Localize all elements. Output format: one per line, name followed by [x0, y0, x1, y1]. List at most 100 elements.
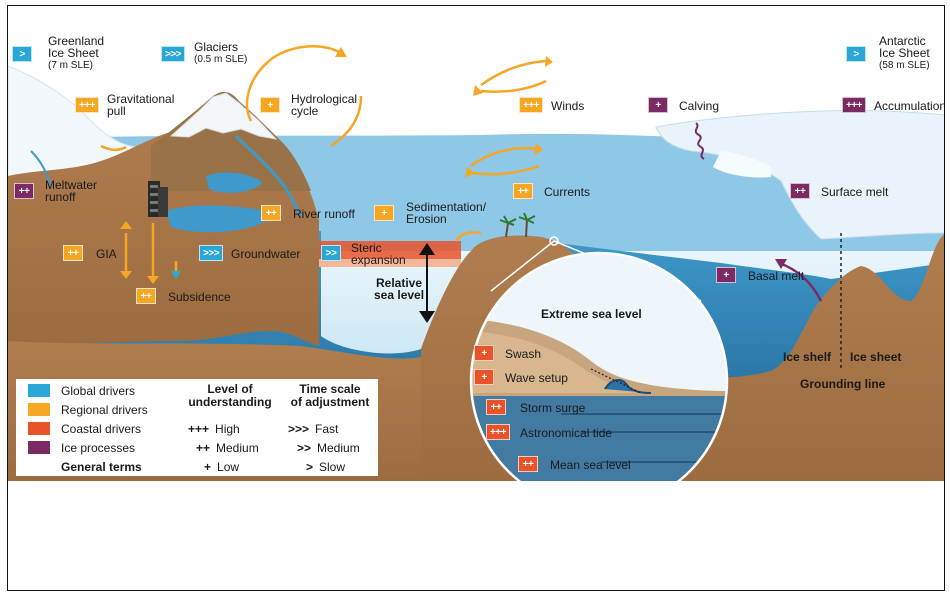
calving-squiggle [694, 122, 705, 160]
legend-understanding-high-text: High [215, 422, 240, 436]
groundwater-arrowhead [171, 271, 181, 279]
badge-basal-melt: + [716, 267, 736, 283]
legend-ice: Ice processes [61, 441, 136, 455]
legend-swatch-regional [28, 403, 50, 416]
label-ice-sheet: Ice sheet [850, 350, 902, 364]
label-meltwater: Meltwater runoff [45, 178, 98, 204]
label-river-runoff: River runoff [293, 207, 355, 221]
label-greenland: Greenland Ice Sheet [48, 34, 105, 60]
orange-arrowheads [120, 47, 553, 284]
label-basal-melt: Basal melt [748, 269, 805, 283]
label-gravitational: Gravitational pull [107, 92, 175, 118]
legend-timescale-medium: >>Medium [297, 442, 360, 454]
legend-timescale-heading: Time scale of adjustment [290, 382, 370, 409]
antarctic-ice-sheet [655, 109, 944, 240]
label-swash: Swash [505, 347, 542, 361]
rsl-arrowhead-up [419, 243, 435, 255]
legend-understanding-low-symbol: + [204, 460, 212, 474]
label-grounding-line: Grounding line [800, 377, 886, 391]
label-hydrological: Hydrological cycle [291, 92, 358, 118]
legend-understanding-high: +++ High [188, 423, 240, 435]
legend-global: Global drivers [61, 384, 136, 398]
palm-trees [499, 212, 536, 238]
badge-steric: >> [321, 245, 341, 261]
label-winds: Winds [551, 99, 585, 113]
badge-subsidence: ++ [136, 288, 156, 304]
orange-arrows [100, 45, 547, 276]
badge-gravitational: +++ [75, 97, 100, 113]
lake-upper [206, 172, 263, 193]
label-wave-setup: Wave setup [505, 371, 568, 385]
legend-understanding-high-symbol: +++ [188, 422, 210, 436]
mountain-snow [169, 92, 278, 140]
badge-astronomical-tide: +++ [486, 424, 511, 440]
zoom-origin [549, 236, 559, 246]
badge-accumulation: +++ [842, 97, 867, 113]
badge-antarctic: > [846, 46, 866, 62]
legend-swatch-ice [28, 441, 50, 454]
legend-coastal: Coastal drivers [61, 422, 142, 436]
badge-swash: + [474, 345, 494, 361]
label-groundwater: Groundwater [231, 247, 301, 261]
legend: Global drivers Regional drivers Coastal … [16, 379, 378, 476]
mountain [151, 91, 311, 191]
badge-groundwater: >>> [199, 245, 224, 261]
legend-timescale-slow-symbol: > [306, 460, 314, 474]
meltwater-stream [30, 150, 52, 187]
legend-understanding-low: +Low [204, 461, 239, 473]
badge-river-runoff: ++ [261, 205, 281, 221]
legend-timescale-slow: > Slow [306, 461, 345, 473]
label-surface-melt: Surface melt [821, 185, 889, 199]
label-mean-sea-level: Mean sea level [550, 458, 631, 472]
badge-gia: ++ [63, 245, 83, 261]
legend-timescale-fast-text: Fast [315, 422, 339, 436]
badge-calving: + [648, 97, 668, 113]
legend-understanding-medium-text: Medium [216, 441, 259, 455]
legend-general-terms: General terms [61, 460, 142, 474]
zoom-line-left [490, 240, 555, 292]
badge-glaciers: >>> [161, 46, 186, 62]
badge-greenland: > [12, 46, 32, 62]
label-glaciers-sle: (0.5 m SLE) [194, 54, 248, 65]
building [148, 181, 168, 217]
iceberg [713, 151, 771, 178]
legend-timescale-medium-symbol: >> [297, 441, 312, 455]
badge-winds: +++ [519, 97, 544, 113]
label-steric: Steric expansion [351, 241, 406, 267]
legend-understanding-medium-symbol: ++ [196, 441, 211, 455]
diagram-frame: > Greenland Ice Sheet (7 m SLE) >>> Glac… [7, 5, 945, 591]
label-calving: Calving [679, 99, 720, 113]
blank-area [8, 481, 944, 590]
legend-swatch-coastal [28, 422, 50, 435]
label-antarctic: Antarctic Ice Sheet [879, 34, 930, 60]
legend-understanding-heading: Level of understanding [188, 382, 272, 409]
label-accumulation: Accumulation [874, 99, 945, 113]
label-glaciers: Glaciers [194, 40, 239, 54]
badge-currents: ++ [513, 183, 533, 199]
label-antarctic-sle: (58 m SLE) [879, 60, 930, 71]
label-ice-shelf: Ice shelf [783, 350, 832, 364]
badge-wave-setup: + [474, 369, 494, 385]
legend-timescale-fast-symbol: >>> [288, 422, 310, 436]
badge-sedimentation: + [374, 205, 394, 221]
scene-illustration [8, 6, 944, 590]
legend-understanding-medium: ++ Medium [196, 442, 259, 454]
label-astronomical-tide: Astronomical tide [520, 426, 613, 440]
badge-surface-melt: ++ [790, 183, 810, 199]
badge-storm-surge: ++ [486, 399, 506, 415]
legend-timescale-slow-text: Slow [319, 460, 346, 474]
badge-hydrological: + [260, 97, 280, 113]
legend-swatch-global [28, 384, 50, 397]
river [234, 134, 303, 217]
label-storm-surge: Storm surge [520, 401, 586, 415]
steric-layer-lower [319, 259, 461, 267]
label-extreme-sea-level: Extreme sea level [541, 307, 642, 321]
label-gia: GIA [96, 247, 117, 261]
label-greenland-sle: (7 m SLE) [48, 60, 94, 71]
badge-mean-sea-level: ++ [518, 456, 538, 472]
lake-lower [166, 205, 276, 233]
label-subsidence: Subsidence [168, 290, 231, 304]
label-sedimentation: Sedimentation/ Erosion [406, 200, 487, 226]
basal-melt-arrowhead [775, 259, 787, 269]
rsl-arrowhead-down [419, 311, 435, 323]
